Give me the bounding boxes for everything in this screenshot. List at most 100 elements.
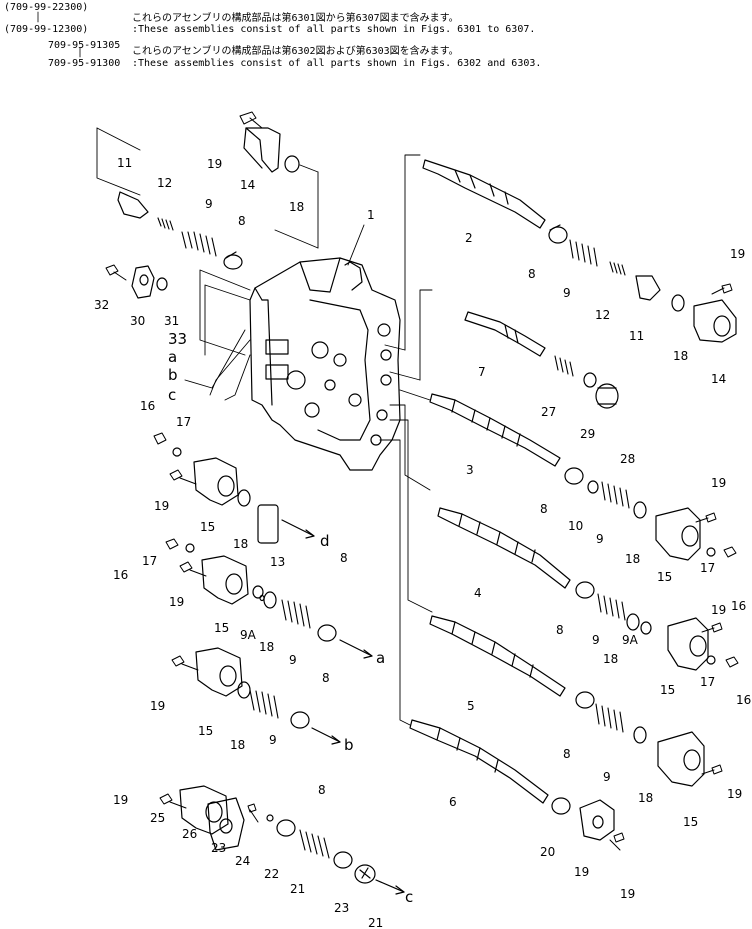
callout-30: 29 bbox=[580, 427, 595, 441]
callout-15: 15 bbox=[657, 570, 672, 584]
callout-16: 16 bbox=[140, 399, 155, 413]
callout-32: 31 bbox=[164, 314, 179, 328]
callout-18: 18 bbox=[625, 552, 640, 566]
callout-23: 22 bbox=[264, 867, 279, 881]
port-label-b: a bbox=[168, 348, 177, 366]
callout-9A: 9A bbox=[240, 628, 257, 642]
callout-18: 18 bbox=[638, 791, 653, 805]
callout-24: 23 bbox=[211, 841, 226, 855]
callout-18: 18 bbox=[603, 652, 618, 666]
springs bbox=[157, 217, 630, 859]
port-letters: 33 a b c d a b c bbox=[168, 330, 413, 906]
callout-14: 14 bbox=[711, 372, 726, 386]
callout-21: 21 bbox=[368, 916, 383, 929]
header-code: (709-99-22300) bbox=[4, 2, 89, 13]
retainers bbox=[223, 224, 595, 884]
callout-17: 17 bbox=[700, 675, 715, 689]
callout-19: 19 bbox=[711, 476, 726, 490]
bolts bbox=[105, 111, 739, 851]
callout-17: 17 bbox=[176, 415, 191, 429]
callout-27: 26 bbox=[182, 827, 197, 841]
callout-15: 15 bbox=[683, 815, 698, 829]
callout-8: 8 bbox=[238, 214, 246, 228]
port-label-a: d bbox=[320, 532, 330, 550]
callout-1: 1 bbox=[367, 208, 375, 222]
callout-25: 24 bbox=[235, 854, 250, 868]
leader-lines bbox=[96, 127, 433, 726]
callout-18: 18 bbox=[673, 349, 688, 363]
callout-15: 15 bbox=[660, 683, 675, 697]
callout-19: 19 bbox=[620, 887, 635, 901]
callout-23: 23 bbox=[334, 901, 349, 915]
callout-28: 27 bbox=[541, 405, 556, 419]
callout-16: 16 bbox=[731, 599, 746, 613]
callout-16: 16 bbox=[113, 568, 128, 582]
callout-9: 9 bbox=[269, 733, 277, 747]
callout-16: 16 bbox=[736, 693, 751, 707]
callout-19: 19 bbox=[727, 787, 742, 801]
port-arrows bbox=[281, 519, 405, 895]
callout-22: 21 bbox=[290, 882, 305, 896]
callout-29: 28 bbox=[620, 452, 635, 466]
callout-9A: 9A bbox=[622, 633, 639, 647]
callout-11: 11 bbox=[629, 329, 644, 343]
callout-19: 19 bbox=[150, 699, 165, 713]
callout-7: 7 bbox=[478, 365, 486, 379]
callout-19: 19 bbox=[207, 157, 222, 171]
callout-12: 12 bbox=[595, 308, 610, 322]
callout-8: 8 bbox=[563, 747, 571, 761]
callout-18: 18 bbox=[233, 537, 248, 551]
callout-9: 9 bbox=[592, 633, 600, 647]
callout-9: 9 bbox=[289, 653, 297, 667]
callout-6: 6 bbox=[449, 795, 457, 809]
port-label-c: b bbox=[344, 736, 354, 754]
covers bbox=[117, 127, 737, 851]
callout-20: 19 bbox=[574, 865, 589, 879]
part-callouts: 1 2 3 4 5 6 7 8 8 8 8 8 8 8 8 9 9 9 9 9 … bbox=[94, 156, 751, 929]
callout-3: 3 bbox=[466, 463, 474, 477]
callout-8: 8 bbox=[540, 502, 548, 516]
callout-8: 8 bbox=[528, 267, 536, 281]
port-label-d: c bbox=[405, 888, 413, 906]
callout-19: 19 bbox=[154, 499, 169, 513]
header-bracket bbox=[37, 11, 81, 58]
callout-21: 20 bbox=[540, 845, 555, 859]
callout-8: 8 bbox=[340, 551, 348, 565]
callout-8: 8 bbox=[556, 623, 564, 637]
callout-19: 19 bbox=[730, 247, 745, 261]
header-code: 709-95-91300 bbox=[48, 58, 121, 69]
header-notes: (709-99-22300) これらのアセンブリの構成部品は第6301図から第6… bbox=[0, 0, 752, 80]
valve-body bbox=[249, 257, 401, 471]
callout-8: 8 bbox=[318, 783, 326, 797]
callout-18: 18 bbox=[259, 640, 274, 654]
callout-15: 15 bbox=[214, 621, 229, 635]
callout-19: 19 bbox=[169, 595, 184, 609]
callout-19: 19 bbox=[711, 603, 726, 617]
callout-33: 32 bbox=[94, 298, 109, 312]
port-label-a: 33 bbox=[168, 330, 187, 348]
callout-31: 30 bbox=[130, 314, 145, 328]
spool-7 bbox=[464, 311, 546, 357]
callout-8: 8 bbox=[322, 671, 330, 685]
port-label-c: b bbox=[168, 366, 178, 384]
callout-5: 5 bbox=[467, 699, 475, 713]
port-label-b: a bbox=[376, 649, 385, 667]
spool-4 bbox=[437, 507, 571, 589]
callout-18: 18 bbox=[230, 738, 245, 752]
callout-19: 19 bbox=[113, 793, 128, 807]
callout-10: 10 bbox=[568, 519, 583, 533]
callout-9: 9 bbox=[205, 197, 213, 211]
callout-26: 25 bbox=[150, 811, 165, 825]
callout-9: 9 bbox=[596, 532, 604, 546]
callout-9: 9 bbox=[563, 286, 571, 300]
spool-2 bbox=[422, 159, 546, 229]
header-note-jp: これらのアセンブリの構成部品は第6302図および第6303図を含みます。 bbox=[132, 46, 459, 57]
spool-5 bbox=[429, 615, 566, 697]
callout-17: 17 bbox=[700, 561, 715, 575]
header-code: 709-95-91305 bbox=[48, 40, 121, 51]
header-code: (709-99-12300) bbox=[4, 24, 89, 35]
o-rings bbox=[156, 155, 716, 822]
spool-3 bbox=[429, 393, 561, 467]
callout-2: 2 bbox=[465, 231, 473, 245]
